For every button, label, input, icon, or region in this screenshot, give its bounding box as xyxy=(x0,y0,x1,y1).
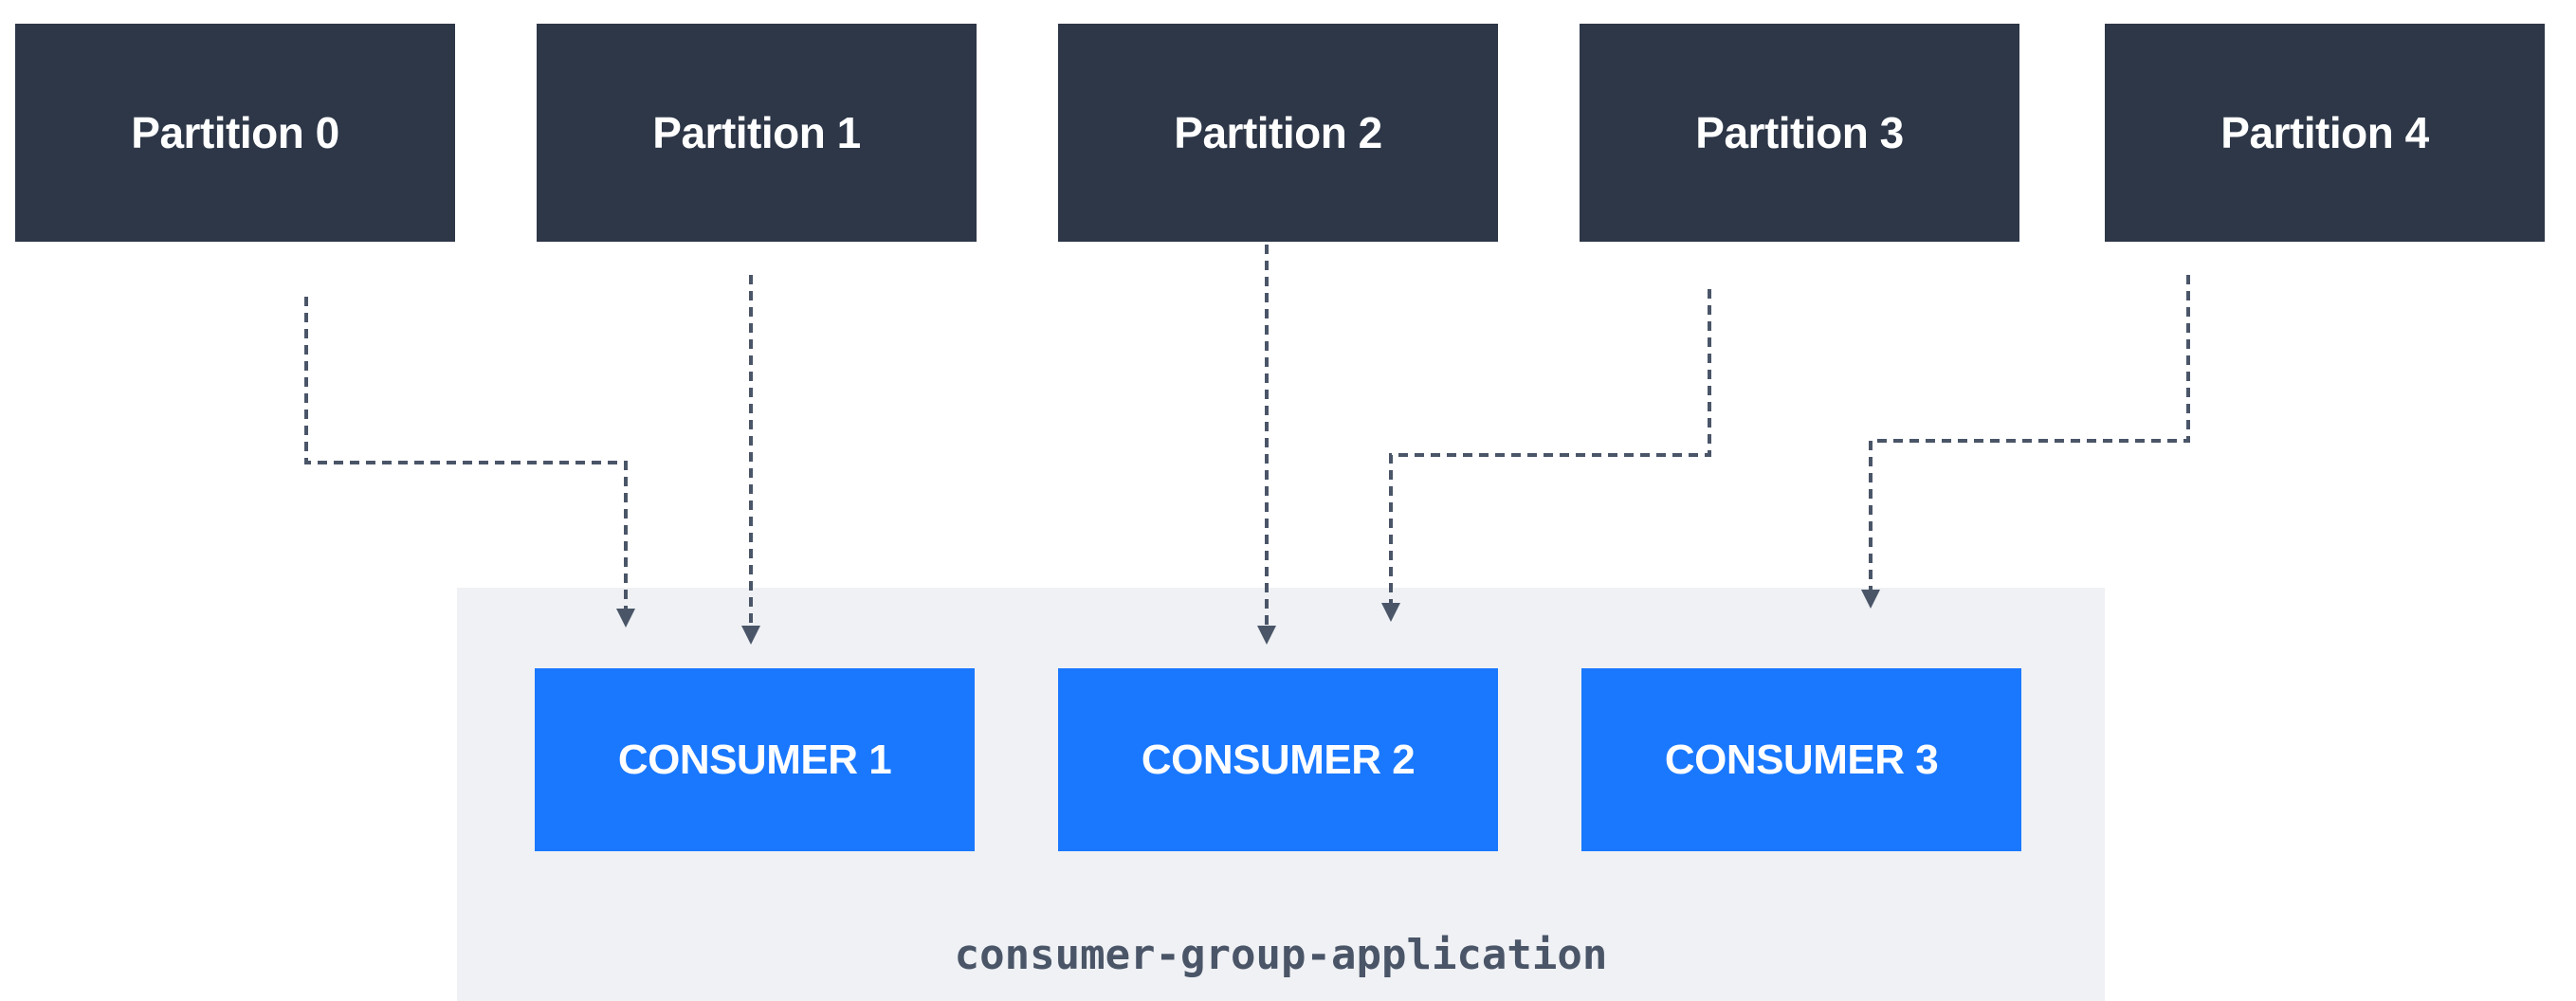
partition-3-box: Partition 3 xyxy=(1580,24,2019,242)
arrow-partition-0-to-consumer-1 xyxy=(304,297,628,609)
partition-4-box: Partition 4 xyxy=(2105,24,2545,242)
arrow-partition-4-to-consumer-3 xyxy=(1869,275,2190,590)
partition-0-box: Partition 0 xyxy=(15,24,455,242)
consumer-3-box: CONSUMER 3 xyxy=(1581,668,2021,851)
consumer-2-box: CONSUMER 2 xyxy=(1058,668,1498,851)
consumer-group-label: consumer-group-application xyxy=(954,931,1608,979)
consumer-1-box: CONSUMER 1 xyxy=(535,668,975,851)
partition-2-box: Partition 2 xyxy=(1058,24,1498,242)
arrow-partition-3-to-consumer-2 xyxy=(1389,289,1711,603)
partition-1-box: Partition 1 xyxy=(537,24,977,242)
